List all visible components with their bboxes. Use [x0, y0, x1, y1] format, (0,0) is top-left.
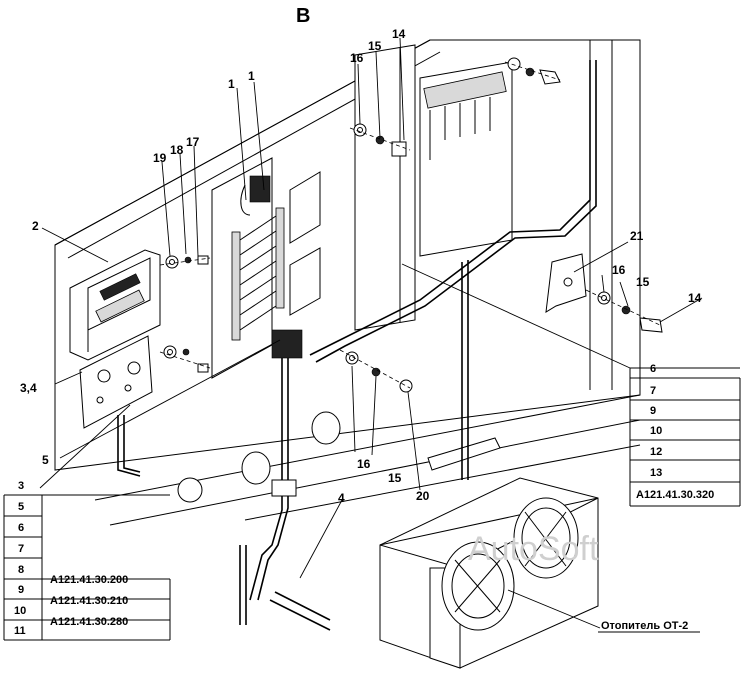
callouts: 1 1 2 3,4 4 5 14 14 15 15 15 16 16 16 17… [20, 27, 702, 505]
leader-lines [39, 37, 703, 629]
callout-16c: 16 [612, 263, 626, 277]
right-table-row-3: 9 [650, 405, 656, 417]
callout-4: 4 [338, 491, 345, 505]
callout-18: 18 [170, 143, 184, 157]
heater-label-group: Отопитель ОТ-2 [598, 620, 700, 633]
left-table-num-10: 10 [14, 605, 26, 617]
left-table-code-10: A121.41.30.210 [50, 595, 128, 607]
cabin-wall [54, 39, 641, 526]
left-table-num-6: 6 [18, 522, 24, 534]
reference-table-right: 6 7 9 10 12 13 A121.41.30.320 [629, 363, 741, 507]
left-table-num-5: 5 [18, 501, 24, 513]
left-table-num-8: 8 [18, 564, 24, 576]
control-panel [69, 249, 161, 361]
left-table-code-9: A121.41.30.200 [50, 574, 128, 586]
relay-block-right [423, 71, 507, 160]
heater-ot2 [379, 477, 599, 669]
left-table-num-11: 11 [14, 625, 26, 637]
left-table-num-3: 3 [18, 480, 24, 492]
callout-2: 2 [32, 219, 39, 233]
callout-15b: 15 [388, 471, 402, 485]
heater-label: Отопитель ОТ-2 [601, 620, 688, 632]
right-table-footer: A121.41.30.320 [636, 489, 714, 501]
callout-21: 21 [630, 229, 644, 243]
reference-table-left: 3 5 6 7 8 9 10 11 A121.41.30.200 A121.41… [3, 480, 171, 641]
callout-1b: 1 [248, 69, 255, 83]
relay-block-left [231, 175, 285, 341]
view-label: B [296, 5, 310, 27]
callout-15a: 15 [368, 39, 382, 53]
left-table-num-9: 9 [18, 584, 24, 596]
wiring-harness [117, 60, 597, 631]
right-table-row-4: 10 [650, 425, 662, 437]
right-table-row-2: 7 [650, 385, 656, 397]
callout-19: 19 [153, 151, 167, 165]
callout-14a: 14 [392, 27, 406, 41]
left-table-num-7: 7 [18, 543, 24, 555]
callout-1a: 1 [228, 77, 235, 91]
switch-panel [79, 335, 153, 429]
callout-15c: 15 [636, 275, 650, 289]
exploded-axes [159, 61, 663, 389]
callout-16b: 16 [357, 457, 371, 471]
callout-16a: 16 [350, 51, 364, 65]
callout-17: 17 [186, 135, 200, 149]
callout-14b: 14 [688, 291, 702, 305]
watermark: AutoSoft [468, 530, 599, 568]
right-table-row-6: 13 [650, 467, 662, 479]
callout-5: 5 [42, 453, 49, 467]
fasteners [163, 57, 663, 393]
right-table-row-5: 12 [650, 446, 662, 458]
right-table-row-1: 6 [650, 363, 656, 375]
callout-20: 20 [416, 489, 430, 503]
left-table-code-11: A121.41.30.280 [50, 616, 128, 628]
callout-3-4: 3,4 [20, 381, 37, 395]
